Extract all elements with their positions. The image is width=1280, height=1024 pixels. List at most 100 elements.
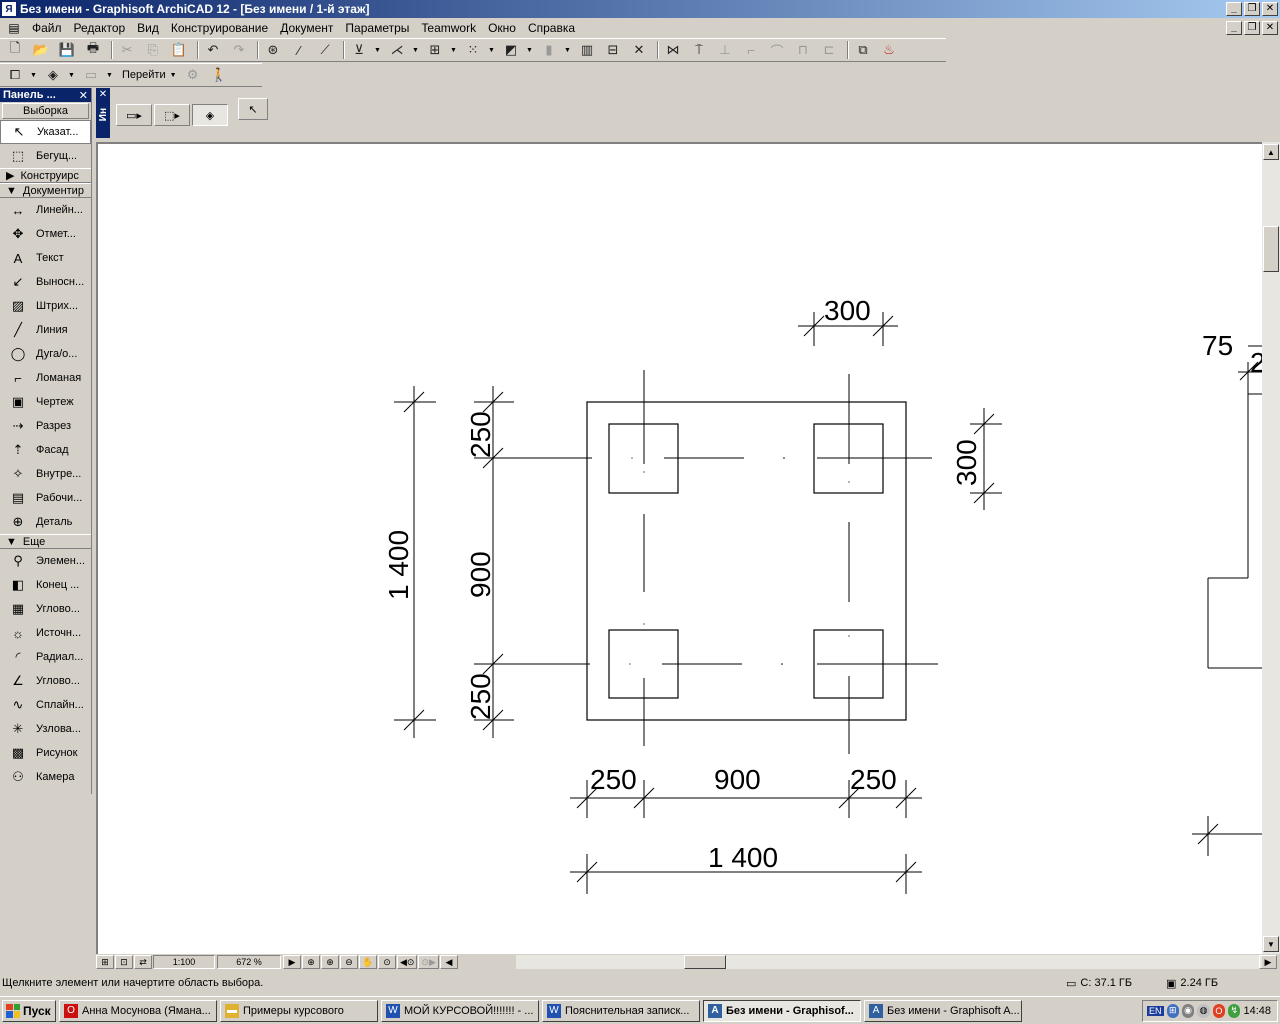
elevate-icon[interactable]: ⊓ [797, 42, 809, 57]
tool-item[interactable]: ∠Углово... [0, 669, 91, 693]
taskbar-button[interactable]: ▬Примеры курсового [220, 999, 378, 1022]
antivirus-icon[interactable]: ◉ [1181, 1003, 1195, 1018]
marquee-shape-icon[interactable]: ⬚▸ [154, 104, 190, 126]
intersect-icon[interactable]: ⊥ [719, 42, 731, 57]
redo-icon[interactable]: ↷ [233, 42, 245, 57]
menu-item[interactable]: Документ [280, 21, 334, 35]
walk-icon[interactable]: 🚶 [210, 67, 227, 82]
menu-item[interactable]: Редактор [73, 21, 126, 35]
opera-icon[interactable]: O [1212, 1003, 1226, 1018]
tool-item[interactable]: ⬚Бегущ... [0, 144, 91, 168]
layout-dropdown-icon[interactable]: ▼ [106, 71, 113, 79]
layers-dropdown-icon[interactable]: ▼ [526, 46, 533, 54]
tool-item[interactable]: ▤Рабочи... [0, 486, 91, 510]
network-icon[interactable]: ⊞ [1166, 1003, 1179, 1018]
selection-tab[interactable]: Выборка [2, 103, 89, 119]
print-icon[interactable]: 🖶 [86, 40, 100, 55]
open-file-icon[interactable]: 📂 [32, 42, 50, 57]
3d-window-dropdown-icon[interactable]: ▼ [68, 71, 75, 79]
update-icon[interactable]: ⇄ [134, 955, 152, 969]
dim-text-top-col[interactable]: 300 [824, 295, 871, 326]
language-indicator[interactable]: EN [1147, 1005, 1164, 1016]
layer-combo-icon[interactable]: ⊞ [96, 955, 114, 969]
snap-dropdown-icon[interactable]: ▼ [412, 46, 419, 54]
copy-icon[interactable]: ⎘ [147, 42, 159, 57]
close-button[interactable]: ✕ [1262, 2, 1278, 16]
tool-item[interactable]: ▣Чертеж [0, 390, 91, 414]
doc-restore-button[interactable]: ❐ [1244, 21, 1260, 35]
restore-button[interactable]: ❐ [1244, 2, 1260, 16]
grid-dropdown-icon[interactable]: ▼ [450, 46, 457, 54]
tool-item[interactable]: ⚲Элемен... [0, 549, 91, 573]
dim-text-far-right-b[interactable]: 2 [1250, 347, 1262, 378]
palette-title-bar[interactable]: Панель ... ✕ [0, 88, 91, 102]
selection-method-icon[interactable]: ▭▸ [116, 104, 152, 126]
tool-item[interactable]: ↖Указат... [0, 120, 91, 144]
trace-icon[interactable]: ▥ [580, 42, 594, 57]
tool-item[interactable]: ⇡Фасад [0, 438, 91, 462]
undo-icon[interactable]: ↶ [207, 42, 219, 57]
dim-text-bottom-mid[interactable]: 900 [714, 764, 761, 795]
tool-item[interactable]: ▨Штрих... [0, 294, 91, 318]
gravity-dropdown-icon[interactable]: ▼ [374, 46, 381, 54]
menu-item[interactable]: Конструирование [170, 21, 269, 35]
gravity-icon[interactable]: ⊻ [354, 42, 364, 57]
dim-text-left-top[interactable]: 250 [465, 411, 496, 458]
3d-view-icon[interactable]: ⧉ [858, 42, 868, 57]
syringe-icon[interactable]: ⟋ [320, 42, 330, 57]
dim-text-left-bottom[interactable]: 250 [465, 673, 496, 720]
footing-outline[interactable] [586, 401, 907, 721]
tool-item[interactable]: ⊕Деталь [0, 510, 91, 534]
horizontal-scrollbar[interactable] [516, 955, 1262, 969]
marker-icon[interactable]: ▮ [545, 42, 553, 57]
tool-item[interactable]: ▩Рисунок [0, 741, 91, 765]
dim-text-left-mid[interactable]: 900 [465, 551, 496, 598]
find-select-icon[interactable]: ⊛ [267, 42, 279, 57]
drawing-canvas[interactable]: 300 300 1 400 250 900 250 250 900 250 1 … [96, 142, 1262, 954]
explore-icon[interactable]: ⚙ [186, 67, 199, 82]
paste-icon[interactable]: 📋 [170, 42, 188, 57]
pan-icon[interactable]: ✋ [359, 955, 377, 969]
scroll-left-icon[interactable]: ◀ [439, 955, 458, 969]
rotated-marquee-icon[interactable]: ◈ [192, 104, 228, 126]
zoom-out-icon[interactable]: ⊖ [340, 955, 358, 969]
tool-item[interactable]: ⚇Камера [0, 765, 91, 789]
doc-minimize-button[interactable]: _ [1226, 21, 1242, 35]
menu-item[interactable]: Файл [32, 21, 62, 35]
menu-item[interactable]: Справка [527, 21, 576, 35]
cross-icon[interactable]: ✕ [633, 42, 645, 57]
tool-item[interactable]: ✥Отмет... [0, 222, 91, 246]
dim-text-bottom-left[interactable]: 250 [590, 764, 637, 795]
marker-dropdown-icon[interactable]: ▼ [564, 46, 571, 54]
horizontal-scroll-thumb[interactable] [684, 955, 726, 969]
layout-icon[interactable]: ▭ [84, 67, 98, 82]
new-file-icon[interactable]: 🗋 [9, 40, 21, 55]
menu-item[interactable]: Окно [488, 21, 516, 35]
dim-text-bottom-right[interactable]: 250 [850, 764, 897, 795]
tool-item[interactable]: ↙Выносн... [0, 270, 91, 294]
zoom-in-icon[interactable]: ⊕ [321, 955, 339, 969]
arrow-pointer-icon[interactable]: ↖ [238, 98, 268, 120]
scroll-up-icon[interactable]: ▲ [1263, 144, 1279, 160]
next-zoom-icon[interactable]: ⊙▶ [418, 955, 439, 969]
safely-remove-icon[interactable]: ↯ [1228, 1003, 1241, 1018]
dimension-display-icon[interactable]: ⊟ [607, 42, 619, 57]
tool-item[interactable]: ◯Дуга/о... [0, 342, 91, 366]
document-icon[interactable]: ▤ [8, 21, 20, 35]
tool-item[interactable]: ⌐Ломаная [0, 366, 91, 390]
tool-item[interactable]: ◜Радиал... [0, 645, 91, 669]
dim-text-bottom-total[interactable]: 1 400 [708, 842, 778, 873]
tool-item[interactable]: ✧Внутре... [0, 462, 91, 486]
floor-plan-icon[interactable]: ⧠ [9, 67, 21, 82]
scroll-right-icon[interactable]: ▶ [1259, 955, 1277, 969]
offset-icon[interactable]: ⊏ [823, 42, 835, 57]
zoom-menu-icon[interactable]: ▶ [283, 955, 301, 969]
tool-item[interactable]: ☼Источн... [0, 621, 91, 645]
menu-item[interactable]: Параметры [345, 21, 410, 35]
dim-text-far-right-a[interactable]: 75 [1202, 330, 1233, 361]
clock[interactable]: 14:48 [1243, 1004, 1271, 1017]
snap-guides-icon[interactable]: ⋌ [390, 42, 404, 57]
